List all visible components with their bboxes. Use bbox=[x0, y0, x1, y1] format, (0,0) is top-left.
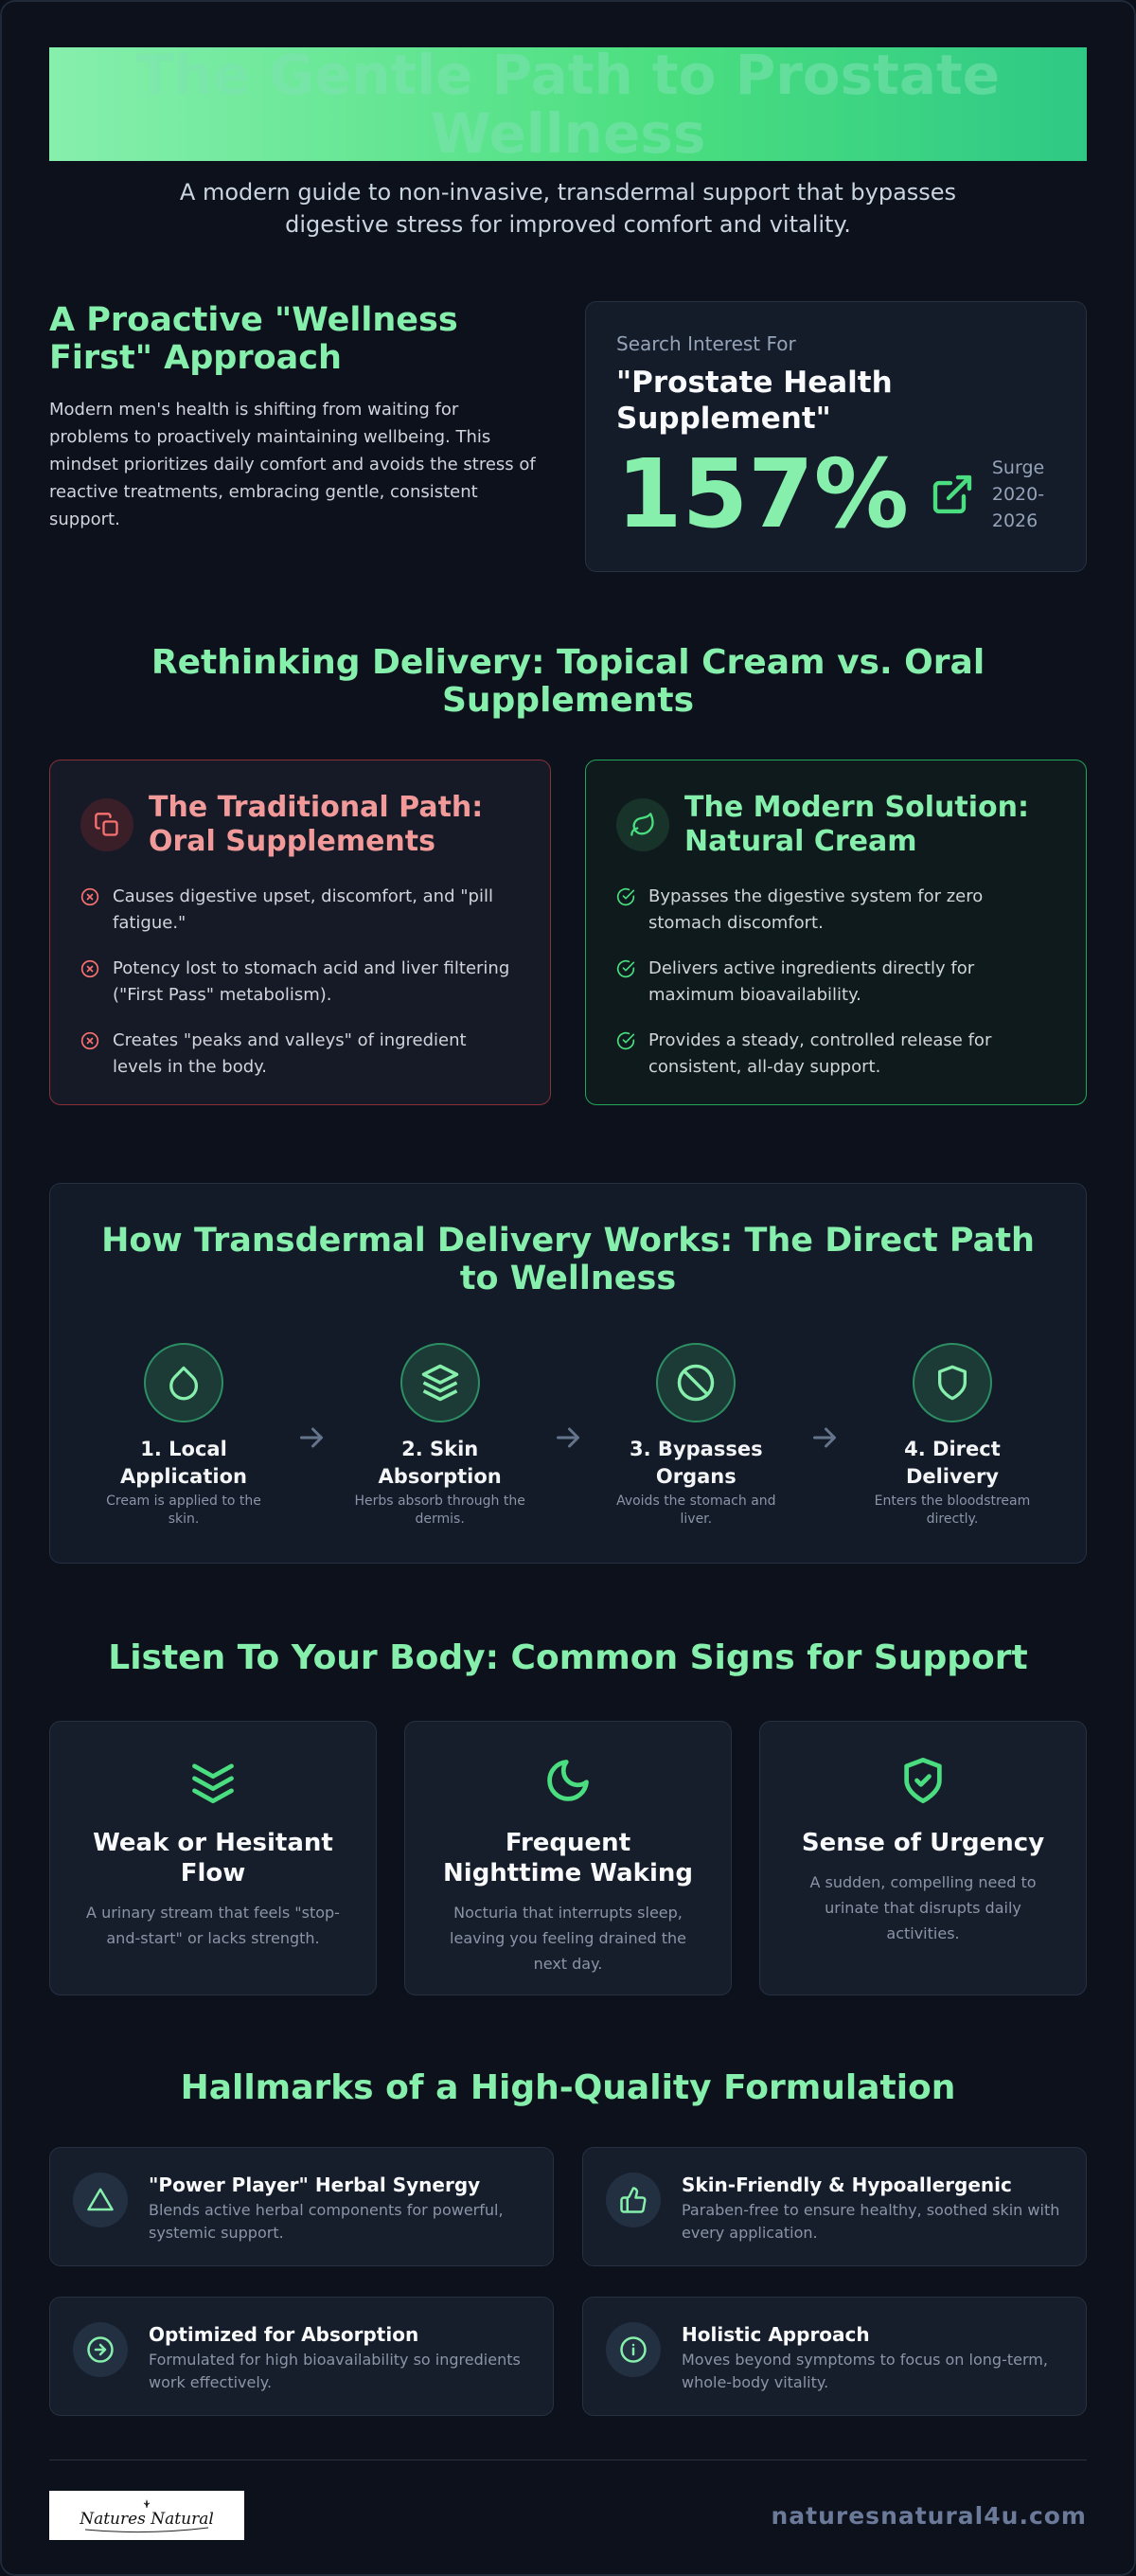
arrow-right-icon bbox=[300, 1427, 324, 1448]
sign-card-urgency: Sense of Urgency A sudden, compelling ne… bbox=[759, 1721, 1087, 1995]
list-item: Causes digestive upset, discomfort, and … bbox=[80, 884, 520, 937]
hero-banner: The Gentle Path to Prostate Wellness bbox=[49, 43, 1087, 166]
stat-title: "Prostate Health Supplement" bbox=[616, 366, 893, 436]
modern-title: The Modern Solution: Natural Cream bbox=[684, 791, 1029, 858]
x-circle-icon bbox=[80, 887, 99, 906]
hallmark-desc: Paraben-free to ensure healthy, soothed … bbox=[682, 2201, 1060, 2242]
stat-note: Surge 2020-2026 bbox=[991, 457, 1045, 531]
sign-desc: Nocturia that interrupts sleep, leaving … bbox=[450, 1904, 686, 1973]
hallmarks-section: Hallmarks of a High-Quality Formulation … bbox=[49, 2069, 1087, 2446]
list-item-text: Potency lost to stomach acid and liver f… bbox=[113, 958, 510, 1005]
step-desc: Enters the bloodstream directly. bbox=[874, 1494, 1031, 1527]
hero-title: The Gentle Path to Prostate Wellness bbox=[135, 43, 1001, 166]
sign-title: Weak or Hesitant Flow bbox=[93, 1829, 333, 1887]
list-item: Potency lost to stomach acid and liver f… bbox=[80, 956, 520, 1009]
x-circle-icon bbox=[80, 1031, 99, 1050]
check-circle-icon bbox=[616, 887, 635, 906]
arrow-circle-icon bbox=[87, 2336, 114, 2363]
search-interest-card: Search Interest For "Prostate Health Sup… bbox=[585, 301, 1087, 572]
list-item-text: Provides a steady, controlled release fo… bbox=[648, 1030, 992, 1077]
step-title: 1. Local Application bbox=[120, 1438, 247, 1488]
sign-card-nighttime-waking: Frequent Nighttime Waking Nocturia that … bbox=[404, 1721, 732, 1995]
list-item-text: Delivers active ingredients directly for… bbox=[648, 958, 975, 1005]
copy-icon bbox=[95, 813, 118, 836]
sign-desc: A urinary stream that feels "stop-and-st… bbox=[86, 1904, 340, 1947]
website-url[interactable]: naturesnatural4u.com bbox=[771, 2501, 1087, 2530]
check-circle-icon bbox=[616, 1031, 635, 1050]
transdermal-section: How Transdermal Delivery Works: The Dire… bbox=[49, 1183, 1087, 1564]
step-local-application: 1. Local Application Cream is applied to… bbox=[94, 1343, 274, 1529]
hallmark-title: Holistic Approach bbox=[682, 2323, 870, 2346]
moon-icon bbox=[547, 1760, 589, 1801]
hallmark-title: "Power Player" Herbal Synergy bbox=[149, 2174, 481, 2196]
step-desc: Herbs absorb through the dermis. bbox=[354, 1494, 525, 1527]
sign-desc: A sudden, compelling need to urinate tha… bbox=[809, 1873, 1037, 1942]
step-title: 2. Skin Absorption bbox=[378, 1438, 502, 1488]
footer: Natures Natural naturesnatural4u.com bbox=[49, 2460, 1087, 2540]
step-desc: Avoids the stomach and liver. bbox=[616, 1494, 776, 1527]
hallmark-title: Optimized for Absorption bbox=[149, 2323, 419, 2346]
traditional-title: The Traditional Path: Oral Supplements bbox=[149, 791, 484, 858]
hallmark-herbal-synergy: "Power Player" Herbal Synergy Blends act… bbox=[49, 2147, 554, 2266]
thumbs-up-icon bbox=[620, 2187, 647, 2213]
signs-section: Listen To Your Body: Common Signs for Su… bbox=[49, 1639, 1087, 1995]
signs-title: Listen To Your Body: Common Signs for Su… bbox=[108, 1638, 1028, 1677]
proactive-section: A Proactive "Wellness First" Approach Mo… bbox=[49, 301, 1087, 572]
traditional-path-card: The Traditional Path: Oral Supplements C… bbox=[49, 760, 551, 1105]
arrow-right-icon bbox=[556, 1427, 579, 1448]
hero-subtitle: A modern guide to non-invasive, transder… bbox=[179, 179, 957, 238]
hallmark-absorption: Optimized for Absorption Formulated for … bbox=[49, 2297, 554, 2416]
step-title: 4. Direct Delivery bbox=[904, 1438, 1001, 1488]
sign-card-weak-flow: Weak or Hesitant Flow A urinary stream t… bbox=[49, 1721, 377, 1995]
hallmark-desc: Formulated for high bioavailability so i… bbox=[149, 2351, 521, 2391]
hallmarks-title: Hallmarks of a High-Quality Formulation bbox=[180, 2068, 956, 2107]
step-desc: Cream is applied to the skin. bbox=[106, 1494, 261, 1527]
list-item: Creates "peaks and valleys" of ingredien… bbox=[80, 1028, 520, 1081]
triangle-icon bbox=[87, 2188, 114, 2211]
step-bypasses-organs: 3. Bypasses Organs Avoids the stomach an… bbox=[606, 1343, 786, 1529]
proactive-heading: A Proactive "Wellness First" Approach bbox=[49, 301, 458, 377]
transdermal-title: How Transdermal Delivery Works: The Dire… bbox=[101, 1222, 1035, 1297]
stat-label: Search Interest For bbox=[616, 332, 796, 355]
list-item-text: Creates "peaks and valleys" of ingredien… bbox=[113, 1030, 467, 1077]
layers-icon bbox=[421, 1364, 458, 1402]
x-circle-icon bbox=[80, 959, 99, 978]
droplet-icon bbox=[169, 1366, 199, 1401]
list-item: Provides a steady, controlled release fo… bbox=[616, 1028, 1056, 1081]
hallmark-title: Skin-Friendly & Hypoallergenic bbox=[682, 2174, 1012, 2196]
list-item: Delivers active ingredients directly for… bbox=[616, 956, 1056, 1009]
leaf-icon bbox=[630, 813, 654, 836]
hallmark-skin-friendly: Skin-Friendly & Hypoallergenic Paraben-f… bbox=[582, 2147, 1087, 2266]
hallmark-desc: Blends active herbal components for powe… bbox=[149, 2201, 504, 2242]
comparison-section: Rethinking Delivery: Topical Cream vs. O… bbox=[49, 644, 1087, 1105]
proactive-body: Modern men's health is shifting from wai… bbox=[49, 400, 536, 529]
list-item: Bypasses the digestive system for zero s… bbox=[616, 884, 1056, 937]
sign-title: Sense of Urgency bbox=[801, 1829, 1045, 1857]
waves-icon bbox=[192, 1763, 234, 1804]
list-item-text: Causes digestive upset, discomfort, and … bbox=[113, 886, 493, 933]
shield-icon bbox=[937, 1365, 967, 1401]
list-item-text: Bypasses the digestive system for zero s… bbox=[648, 886, 984, 933]
stat-value: 157% bbox=[616, 438, 909, 549]
modern-solution-card: The Modern Solution: Natural Cream Bypas… bbox=[585, 760, 1087, 1105]
step-skin-absorption: 2. Skin Absorption Herbs absorb through … bbox=[350, 1343, 530, 1529]
ban-icon bbox=[678, 1364, 715, 1402]
info-icon bbox=[620, 2336, 647, 2363]
step-title: 3. Bypasses Organs bbox=[630, 1438, 763, 1488]
step-direct-delivery: 4. Direct Delivery Enters the bloodstrea… bbox=[862, 1343, 1042, 1529]
arrow-right-icon bbox=[812, 1427, 836, 1448]
shield-check-icon bbox=[904, 1757, 942, 1804]
external-link-icon bbox=[932, 474, 972, 514]
check-circle-icon bbox=[616, 959, 635, 978]
logo-text: Natures Natural bbox=[79, 2510, 214, 2529]
hallmark-holistic: Holistic Approach Moves beyond symptoms … bbox=[582, 2297, 1087, 2416]
logo-mark: Natures Natural bbox=[79, 2499, 214, 2533]
brand-logo: Natures Natural bbox=[49, 2491, 244, 2540]
sign-title: Frequent Nighttime Waking bbox=[443, 1829, 693, 1887]
hallmark-desc: Moves beyond symptoms to focus on long-t… bbox=[682, 2351, 1048, 2391]
comparison-title: Rethinking Delivery: Topical Cream vs. O… bbox=[151, 643, 985, 720]
